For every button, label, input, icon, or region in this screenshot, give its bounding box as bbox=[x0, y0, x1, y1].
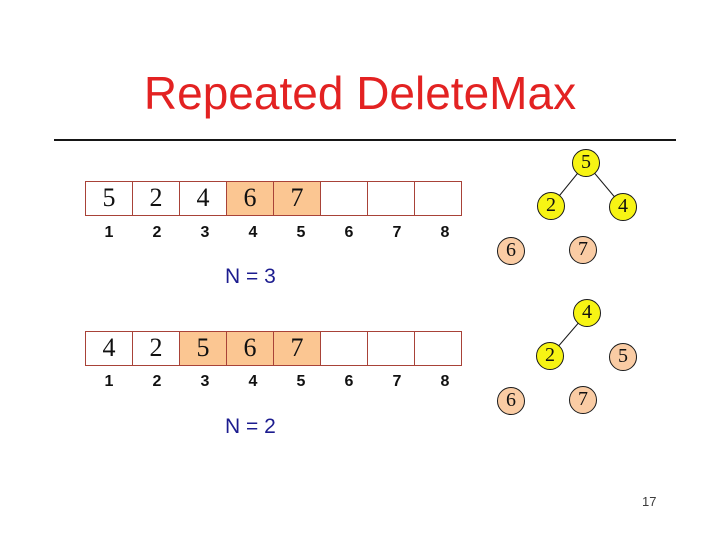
heap-size-label-1: N = 3 bbox=[225, 265, 276, 288]
page-number: 17 bbox=[642, 494, 657, 509]
tree-node-removed: 7 bbox=[569, 236, 597, 264]
array-cell-removed: 7 bbox=[273, 331, 321, 366]
heap-size-label-2: N = 2 bbox=[225, 415, 276, 438]
array-cell-removed: 7 bbox=[273, 181, 321, 216]
index-label: 5 bbox=[296, 373, 306, 390]
array-cell: 2 bbox=[132, 331, 180, 366]
index-label: 1 bbox=[104, 224, 114, 241]
index-label: 3 bbox=[200, 373, 210, 390]
array-cell-empty bbox=[414, 181, 462, 216]
array-cell: 4 bbox=[179, 181, 227, 216]
array-cell-removed: 6 bbox=[226, 331, 274, 366]
tree-node-removed: 6 bbox=[497, 387, 525, 415]
index-label: 4 bbox=[248, 224, 258, 241]
index-row-2: 1 2 3 4 5 6 7 8 bbox=[85, 373, 469, 391]
array-cell-empty bbox=[320, 331, 368, 366]
array-cell: 4 bbox=[85, 331, 133, 366]
index-label: 5 bbox=[296, 224, 306, 241]
tree-node: 2 bbox=[536, 342, 564, 370]
array-cell-empty bbox=[414, 331, 462, 366]
array-cell-empty bbox=[367, 181, 415, 216]
tree-node: 4 bbox=[609, 193, 637, 221]
index-label: 4 bbox=[248, 373, 258, 390]
tree-node: 4 bbox=[573, 299, 601, 327]
tree-node: 2 bbox=[537, 192, 565, 220]
tree-node: 5 bbox=[572, 149, 600, 177]
tree-node-removed: 7 bbox=[569, 386, 597, 414]
array-cell-removed: 5 bbox=[179, 331, 227, 366]
heap-array-1: 5 2 4 6 7 bbox=[85, 181, 462, 216]
index-label: 8 bbox=[440, 224, 450, 241]
index-label: 8 bbox=[440, 373, 450, 390]
index-label: 7 bbox=[392, 373, 402, 390]
array-cell: 2 bbox=[132, 181, 180, 216]
index-label: 1 bbox=[104, 373, 114, 390]
index-label: 6 bbox=[344, 224, 354, 241]
index-label: 2 bbox=[152, 224, 162, 241]
slide-title: Repeated DeleteMax bbox=[143, 67, 577, 119]
array-cell-empty bbox=[367, 331, 415, 366]
tree-node-removed: 6 bbox=[497, 237, 525, 265]
heap-array-2: 4 2 5 6 7 bbox=[85, 331, 462, 366]
index-label: 7 bbox=[392, 224, 402, 241]
index-row-1: 1 2 3 4 5 6 7 8 bbox=[85, 224, 469, 242]
index-label: 3 bbox=[200, 224, 210, 241]
title-divider bbox=[54, 139, 676, 141]
array-cell-removed: 6 bbox=[226, 181, 274, 216]
array-cell: 5 bbox=[85, 181, 133, 216]
index-label: 6 bbox=[344, 373, 354, 390]
tree-node-removed: 5 bbox=[609, 343, 637, 371]
index-label: 2 bbox=[152, 373, 162, 390]
array-cell-empty bbox=[320, 181, 368, 216]
